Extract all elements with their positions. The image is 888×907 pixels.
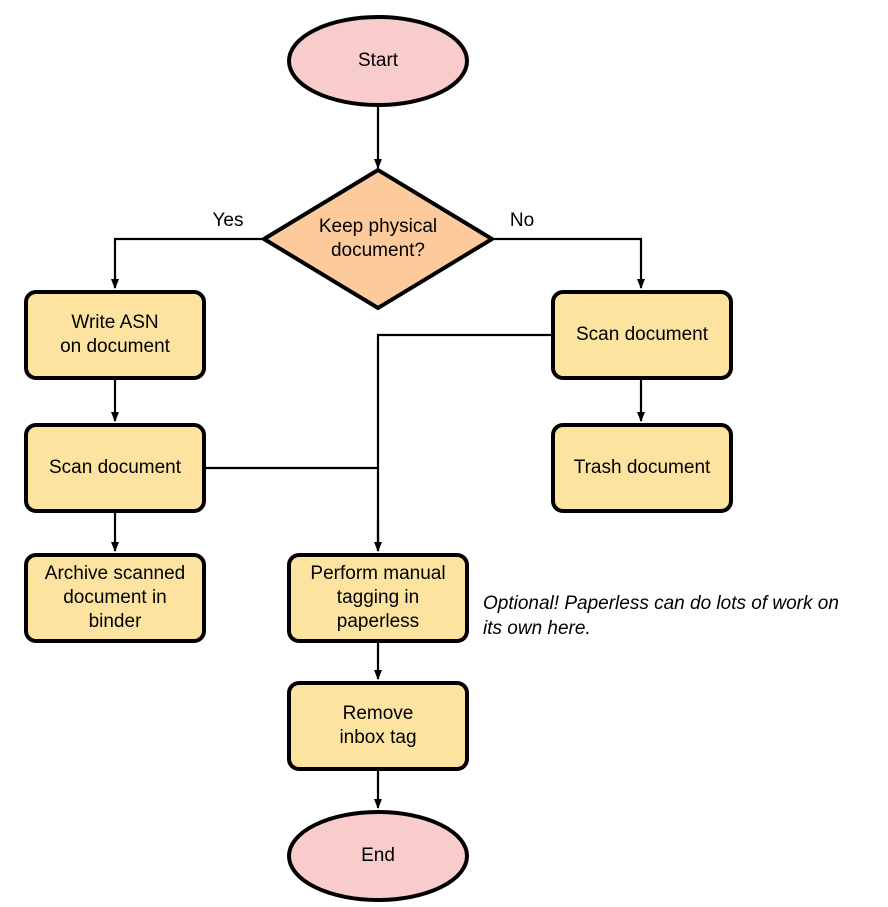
node-label-start: Start	[358, 50, 399, 71]
node-trash-document[interactable]: Trash document	[551, 423, 733, 513]
edge-label-decision-no-to-scan-document-right: No	[510, 210, 534, 231]
node-remove-inbox-tag[interactable]: Remove inbox tag	[287, 681, 469, 771]
node-label-scan-document-left: Scan document	[49, 457, 182, 478]
edge-decision-yes-to-write-asn: Yes	[111, 210, 264, 289]
node-label-line: Scan document	[576, 324, 709, 345]
node-label-line: paperless	[337, 611, 419, 632]
note-line: Optional! Paperless can do lots of work …	[483, 593, 839, 614]
edges-layer: Yes No	[111, 107, 645, 809]
node-label-scan-document-right: Scan document	[576, 324, 709, 345]
node-label-remove-inbox-tag: Remove inbox tag	[339, 703, 416, 748]
node-shape-rect	[287, 553, 469, 643]
node-keep-physical-document[interactable]: Keep physical document?	[262, 168, 494, 310]
note-optional-note: Optional! Paperless can do lots of work …	[483, 593, 839, 639]
edge-path	[376, 333, 553, 551]
node-label-write-asn-on-document: Write ASN on document	[60, 312, 171, 357]
edge-label-decision-yes-to-write-asn: Yes	[213, 210, 244, 231]
note-line: its own here.	[483, 618, 591, 639]
node-label-line: Archive scanned	[45, 563, 185, 584]
node-scan-document-left[interactable]: Scan document	[24, 423, 206, 513]
node-label-line: Scan document	[49, 457, 182, 478]
node-shape-ellipse	[287, 15, 469, 107]
node-label-line: Remove	[343, 703, 414, 724]
node-shape-ellipse	[287, 810, 469, 902]
node-label-line: document in	[63, 587, 167, 608]
node-label-line: binder	[89, 611, 142, 632]
node-end[interactable]: End	[287, 810, 469, 902]
node-shape-rect	[551, 423, 733, 513]
node-shape-rect	[24, 290, 206, 380]
node-perform-manual-tagging-in-paperless[interactable]: Perform manual tagging in paperless	[287, 553, 469, 643]
node-scan-document-right[interactable]: Scan document	[551, 290, 733, 380]
node-shape-rect	[24, 423, 206, 513]
node-label-line: Start	[358, 50, 399, 71]
node-label-line: Perform manual	[310, 563, 445, 584]
node-label-line: Trash document	[574, 457, 711, 478]
node-shape-rect	[551, 290, 733, 380]
notes-layer: Optional! Paperless can do lots of work …	[483, 593, 839, 639]
node-start[interactable]: Start	[287, 15, 469, 107]
node-label-line: Keep physical	[319, 216, 437, 237]
node-label-perform-manual-tagging-in-paperless: Perform manual tagging in paperless	[310, 563, 445, 632]
edge-scan-document-right-to-tagging	[376, 333, 553, 551]
node-shape-rect	[24, 553, 206, 643]
node-label-line: tagging in	[337, 587, 419, 608]
node-shape-rect	[287, 681, 469, 771]
node-label-line: inbox tag	[339, 727, 416, 748]
node-label-archive-scanned-document-in-binder: Archive scanned document in binder	[45, 563, 185, 632]
node-label-line: on document	[60, 336, 171, 357]
node-shape-diamond	[262, 168, 494, 310]
node-label-line: Write ASN	[71, 312, 158, 333]
edge-decision-no-to-scan-document-right: No	[492, 210, 645, 289]
node-label-end: End	[361, 845, 395, 866]
node-archive-scanned-document-in-binder[interactable]: Archive scanned document in binder	[24, 553, 206, 643]
node-label-line: document?	[331, 240, 425, 261]
edge-path	[111, 237, 264, 289]
edge-path	[492, 237, 645, 289]
node-label-line: End	[361, 845, 395, 866]
node-label-keep-physical-document: Keep physical document?	[319, 216, 437, 261]
node-label-trash-document: Trash document	[574, 457, 711, 478]
node-write-asn-on-document[interactable]: Write ASN on document	[24, 290, 206, 380]
